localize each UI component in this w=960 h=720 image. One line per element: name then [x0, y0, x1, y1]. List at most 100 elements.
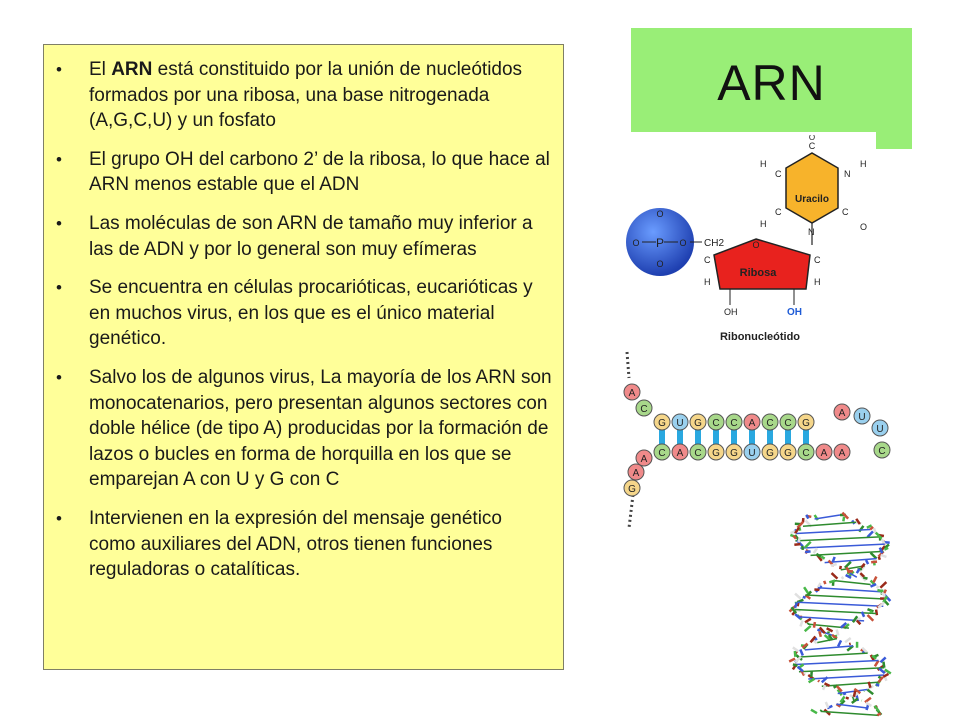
helix-atom-bond: [842, 692, 847, 696]
helix-rung: [795, 659, 879, 666]
helix-rung: [817, 637, 838, 644]
helix-atom-bond: [860, 611, 866, 618]
helix-atom-bond: [882, 661, 886, 668]
bottom-strand-nucleotide: [725, 443, 743, 461]
bottom-strand-nucleotide: [797, 443, 815, 461]
ribonucleotide-caption: Ribonucleótido: [720, 331, 800, 343]
helix-atom-bond: [817, 679, 821, 683]
helix-atom-bond: [880, 591, 887, 598]
bullet-item: •Salvo los de algunos virus, La mayoría …: [44, 365, 553, 493]
bullet-item: •Intervienen en la expresión del mensaje…: [44, 506, 553, 583]
bottom-strand-nucleotide-label: G: [712, 448, 720, 459]
helix-atom-bond: [818, 626, 826, 635]
helix-atom-bond: [875, 585, 880, 589]
helix-rung: [833, 579, 871, 586]
base-pair-bond: [659, 430, 665, 444]
helix-rung: [804, 645, 854, 651]
helix-atom-bond: [883, 589, 888, 594]
phosphate-o-bottom: O: [656, 259, 663, 269]
atom-c: C: [704, 255, 711, 265]
helix-atom-bond: [797, 537, 801, 543]
loop-nucleotide-label: A: [839, 408, 846, 419]
bullet-icon: •: [56, 213, 62, 233]
helix-rung: [808, 674, 885, 680]
helix-atom-bond: [859, 572, 865, 578]
bullet-icon: •: [56, 367, 62, 387]
helix-atom-bond: [839, 622, 848, 629]
helix-atom-bond: [872, 575, 878, 583]
helix-atom-bond: [878, 667, 886, 675]
bottom-strand-nucleotide: [779, 443, 797, 461]
helix-atom-bond: [865, 701, 873, 707]
helix-atom-bond: [809, 635, 817, 644]
title-box-tab: [876, 132, 912, 149]
loop-nucleotide: [833, 403, 851, 421]
atom-o: O: [752, 240, 759, 250]
base-pair-bond: [677, 430, 683, 444]
text-panel: •El ARN está constituido por la unión de…: [43, 44, 564, 670]
helix-atom-bond: [836, 688, 843, 696]
helix-atom-bond: [879, 656, 887, 664]
helix-atom-bond: [876, 712, 882, 717]
helix-atom-bond: [830, 562, 838, 567]
helix-atom-bond: [816, 582, 822, 589]
phosphate-o-right: O: [679, 238, 686, 248]
helix-atom-bond: [877, 588, 884, 593]
title-box: ARN: [631, 28, 912, 149]
helix-rung: [798, 666, 885, 673]
helix-atom-bond: [803, 540, 812, 549]
top-strand-nucleotide-label: G: [802, 418, 810, 429]
helix-atom-bond: [864, 696, 872, 704]
helix-atom-bond: [877, 556, 881, 561]
helix-atom-bond: [803, 624, 812, 633]
helix-atom-bond: [872, 527, 877, 534]
helix-rung: [836, 703, 869, 709]
bullet-text: El grupo OH del carbono 2’ de la ribosa,…: [89, 148, 550, 196]
helix-atom-bond: [792, 646, 800, 653]
helix-atom-bond: [794, 542, 801, 546]
ch2-label: CH2: [704, 238, 724, 249]
helix-atom-bond: [820, 676, 829, 684]
base-pair-bond: [695, 430, 701, 444]
atom-o: O: [860, 222, 867, 232]
helix-atom-bond: [815, 552, 822, 558]
helix-atom-bond: [818, 631, 823, 638]
helix-atom-bond: [873, 659, 880, 667]
helix-atom-bond: [832, 684, 839, 689]
helix-atom-bond: [866, 524, 873, 529]
helix-atom-bond: [835, 685, 843, 693]
bottom-strand-nucleotide: [833, 443, 851, 461]
top-strand-nucleotide: [761, 413, 779, 431]
helix-atom-bond: [796, 665, 804, 673]
phosphate-o-top: O: [656, 209, 663, 219]
helix-atom-bond: [861, 646, 869, 655]
helix-atom-bond: [851, 615, 859, 624]
bullet-text-bold: ARN: [111, 59, 153, 80]
helix-atom-bond: [866, 614, 875, 622]
base-pair-bond: [767, 430, 773, 444]
helix-rung: [802, 521, 857, 528]
top-strand-nucleotide: [671, 413, 689, 431]
bottom-strand-nucleotide: [689, 443, 707, 461]
bullet-text-post: está constituido por la unión de nucleót…: [89, 59, 523, 132]
helix-atom-bond: [801, 642, 809, 649]
helix-atom-bond: [794, 592, 802, 600]
bottom-strand-nucleotide-label: G: [766, 448, 774, 459]
helix-atom-bond: [788, 657, 796, 663]
uracil-base-icon: [785, 152, 839, 224]
helix-atom-bond: [804, 617, 812, 624]
helix-rung: [797, 652, 868, 658]
helix-atom-bond: [793, 602, 799, 609]
helix-rung: [794, 608, 877, 615]
helix-atom-bond: [831, 556, 836, 563]
atom-h: H: [860, 159, 867, 169]
helix-atom-bond: [877, 601, 886, 609]
bullet-item: •El grupo OH del carbono 2’ de la ribosa…: [44, 147, 553, 198]
bullet-list: •El ARN está constituido por la unión de…: [44, 45, 563, 583]
top-strand-nucleotide-label: A: [749, 418, 756, 429]
helix-atom-bond: [853, 687, 862, 695]
top-strand-nucleotide: [779, 413, 797, 431]
top-strand-nucleotide-label: C: [766, 418, 773, 429]
helix-atom-bond: [790, 606, 798, 614]
